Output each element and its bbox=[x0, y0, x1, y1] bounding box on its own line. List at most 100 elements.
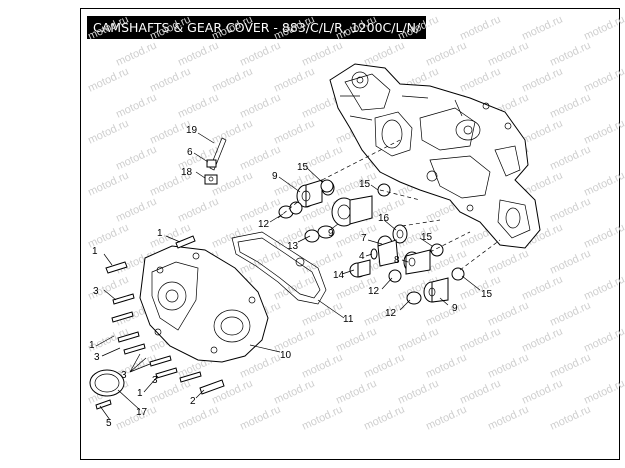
watermark-text: motod.ru bbox=[486, 39, 530, 68]
callout-9-mid: 9 bbox=[328, 228, 334, 239]
callout-13: 13 bbox=[287, 241, 299, 252]
callout-11: 11 bbox=[343, 314, 354, 325]
watermark-text: motod.ru bbox=[362, 351, 406, 380]
watermark-text: motod.ru bbox=[362, 403, 406, 432]
watermark-text: motod.ru bbox=[548, 39, 592, 68]
watermark-text: motod.ru bbox=[582, 13, 625, 42]
watermark-text: motod.ru bbox=[176, 39, 220, 68]
watermark-text: motod.ru bbox=[272, 117, 316, 146]
watermark-text: motod.ru bbox=[486, 299, 530, 328]
callout-15-right: 15 bbox=[421, 232, 433, 243]
callout-15-lower: 15 bbox=[481, 289, 493, 300]
breather-parts-drawing bbox=[204, 137, 227, 185]
watermark-text: motod.ru bbox=[210, 117, 254, 146]
watermark-text: motod.ru bbox=[238, 91, 282, 120]
watermark-text: motod.ru bbox=[210, 65, 254, 94]
watermark-text: motod.ru bbox=[396, 13, 440, 42]
callout-7: 7 bbox=[361, 233, 367, 244]
watermark-text: motod.ru bbox=[548, 299, 592, 328]
callout-14: 14 bbox=[333, 270, 345, 281]
watermark-text: motod.ru bbox=[520, 65, 564, 94]
callout-2: 2 bbox=[190, 396, 196, 407]
watermark-text: motod.ru bbox=[520, 377, 564, 406]
callout-1-left-top: 1 bbox=[92, 246, 98, 257]
watermark-text: motod.ru bbox=[114, 39, 158, 68]
watermark-text: motod.ru bbox=[114, 195, 158, 224]
watermark-text: motod.ru bbox=[238, 143, 282, 172]
watermark-text: motod.ru bbox=[272, 65, 316, 94]
callout-1-bottom: 1 bbox=[137, 388, 143, 399]
watermark-text: motod.ru bbox=[396, 325, 440, 354]
callout-1-top: 1 bbox=[157, 228, 163, 239]
watermark-text: motod.ru bbox=[582, 169, 625, 198]
callout-3-left: 3 bbox=[94, 352, 100, 363]
watermark-text: motod.ru bbox=[582, 221, 625, 250]
watermark-text: motod.ru bbox=[334, 169, 378, 198]
callout-4: 4 bbox=[359, 251, 365, 262]
callout-1-left-mid: 1 bbox=[89, 340, 95, 351]
callout-3-upper: 3 bbox=[93, 286, 99, 297]
callout-5: 5 bbox=[106, 418, 112, 429]
watermark-text: motod.ru bbox=[114, 143, 158, 172]
diagram-title: CAMSHAFTS & GEAR COVER - 883/C/L/R, 1200… bbox=[87, 16, 427, 39]
callout-9-upper: 9 bbox=[272, 171, 278, 182]
callout-labels: 19 6 18 9 15 15 12 13 9 16 7 15 4 8 14 1… bbox=[89, 125, 493, 429]
callout-18: 18 bbox=[181, 167, 193, 178]
watermark-text: motod.ru bbox=[458, 325, 502, 354]
watermark-text: motod.ru bbox=[300, 351, 344, 380]
watermark-text: motod.ru bbox=[176, 91, 220, 120]
callout-3-bottom: 3 bbox=[152, 375, 158, 386]
watermark-text: motod.ru bbox=[458, 377, 502, 406]
callout-12-upper: 12 bbox=[258, 219, 270, 230]
watermark-text: motod.ru bbox=[548, 351, 592, 380]
watermark-text: motod.ru bbox=[582, 273, 625, 302]
watermark-text: motod.ru bbox=[520, 13, 564, 42]
watermark-text: motod.ru bbox=[176, 195, 220, 224]
watermark-text: motod.ru bbox=[548, 91, 592, 120]
callout-6: 6 bbox=[187, 147, 193, 158]
watermark-text: motod.ru bbox=[548, 195, 592, 224]
watermark-text: motod.ru bbox=[272, 325, 316, 354]
watermark-text: motod.ru bbox=[582, 325, 625, 354]
callout-15-upper: 15 bbox=[297, 162, 309, 173]
watermark-text: motod.ru bbox=[272, 273, 316, 302]
watermark-text: motod.ru bbox=[582, 117, 625, 146]
watermark-text: motod.ru bbox=[114, 91, 158, 120]
watermark-text: motod.ru bbox=[548, 247, 592, 276]
watermark-text: motod.ru bbox=[176, 403, 220, 432]
watermark-text: motod.ru bbox=[424, 39, 468, 68]
watermark-text: motod.ru bbox=[582, 65, 625, 94]
leader-lines bbox=[95, 132, 481, 421]
callout-3-group: 3 bbox=[121, 370, 127, 381]
watermark-text: motod.ru bbox=[210, 221, 254, 250]
screws-drawing bbox=[95, 235, 225, 410]
watermark-text: motod.ru bbox=[148, 65, 192, 94]
watermark-text: motod.ru bbox=[396, 377, 440, 406]
watermark-text: motod.ru bbox=[548, 143, 592, 172]
watermark-text: motod.ru bbox=[582, 377, 625, 406]
callout-10: 10 bbox=[280, 350, 292, 361]
callout-12-lower: 12 bbox=[385, 308, 397, 319]
watermark-text: motod.ru bbox=[148, 13, 192, 42]
watermark-text: motod.ru bbox=[334, 325, 378, 354]
gear-cover-drawing bbox=[139, 245, 269, 363]
cover-plate-drawing bbox=[89, 369, 125, 397]
callout-17: 17 bbox=[136, 407, 148, 418]
callout-8: 8 bbox=[394, 255, 400, 266]
watermark-text: motod.ru bbox=[86, 13, 130, 42]
watermark-text: motod.ru bbox=[520, 273, 564, 302]
watermark-text: motod.ru bbox=[238, 247, 282, 276]
watermark-text: motod.ru bbox=[238, 39, 282, 68]
watermark-text: motod.ru bbox=[238, 403, 282, 432]
watermark-text: motod.ru bbox=[210, 13, 254, 42]
watermark-text: motod.ru bbox=[548, 403, 592, 432]
watermark-text: motod.ru bbox=[486, 403, 530, 432]
watermark-text: motod.ru bbox=[272, 377, 316, 406]
camshafts-drawing bbox=[277, 139, 501, 305]
watermark-text: motod.ru bbox=[300, 403, 344, 432]
watermark-text: motod.ru bbox=[334, 377, 378, 406]
callout-16: 16 bbox=[378, 213, 390, 224]
watermark-text: motod.ru bbox=[520, 117, 564, 146]
